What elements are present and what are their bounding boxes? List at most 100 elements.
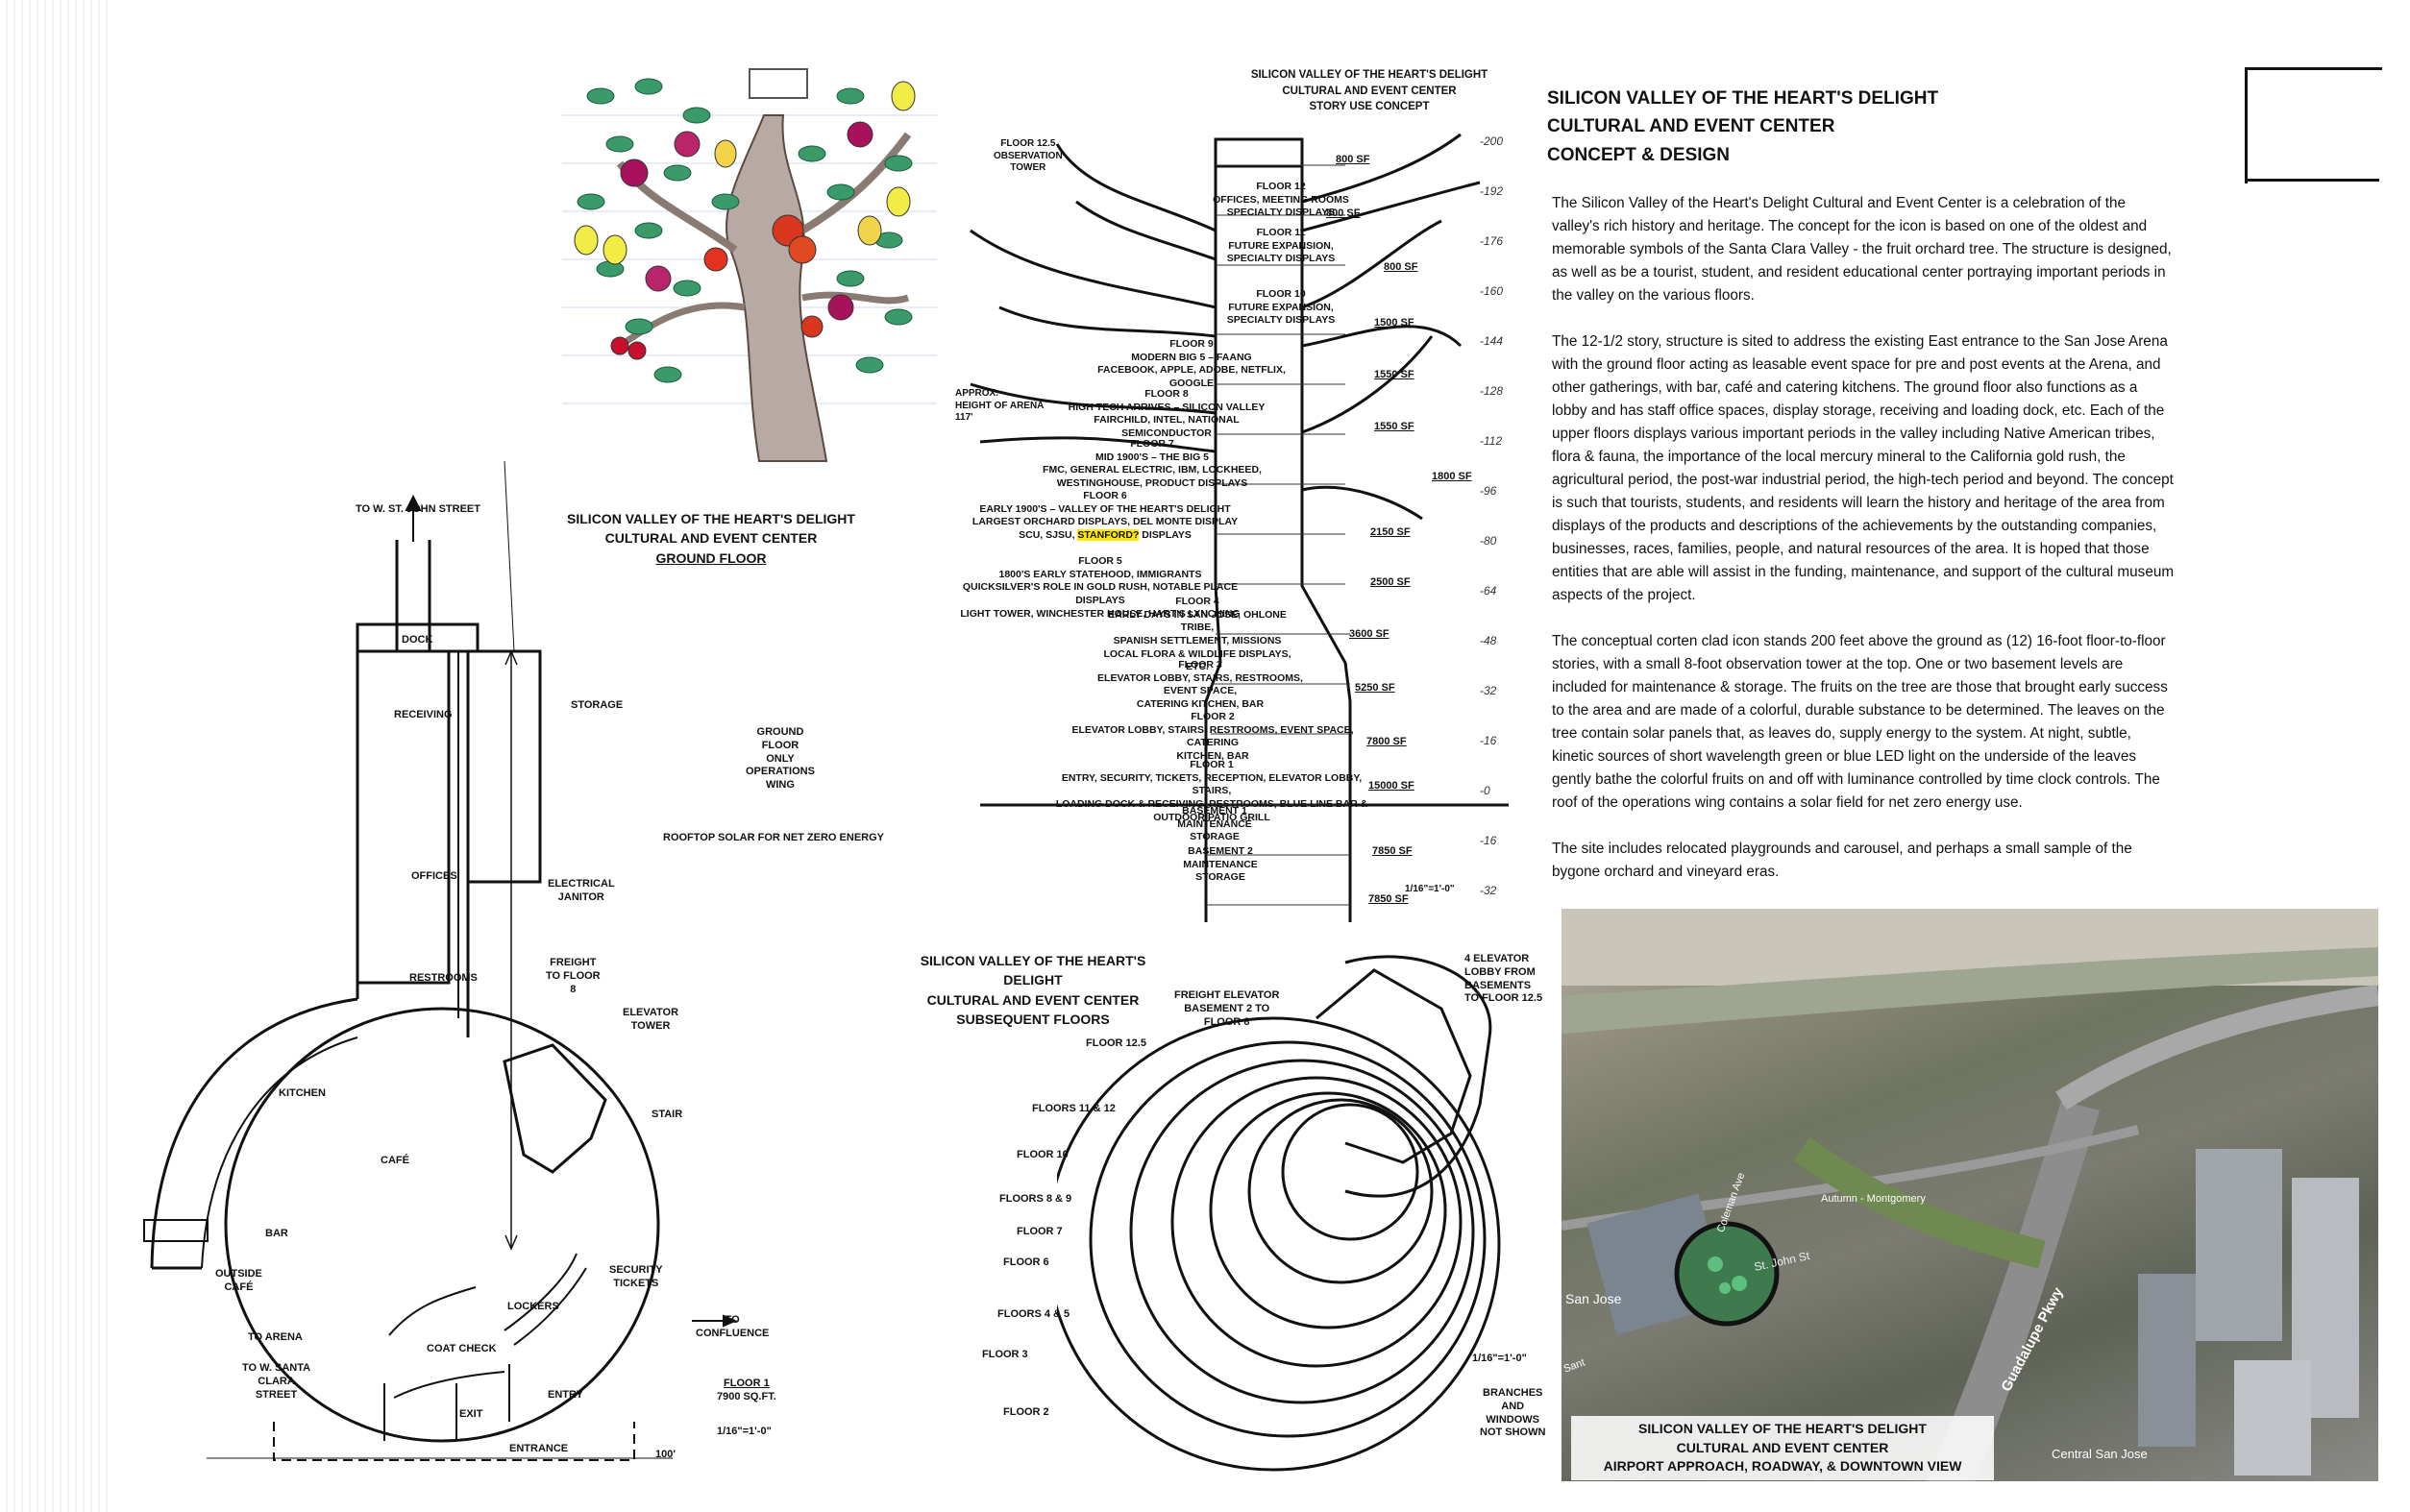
label-line: BASEMENTS <box>1464 979 1532 991</box>
floor-row-line: FAIRCHILD, INTEL, NATIONAL SEMICONDUCTOR <box>1094 414 1240 439</box>
room-freight: FREIGHT TO FLOOR 8 <box>546 957 601 996</box>
to-confluence-label: TO CONFLUENCE <box>696 1314 769 1341</box>
caption-line: SILICON VALLEY OF THE HEART'S DELIGHT <box>567 511 855 526</box>
aerial-view-photo: San Jose Autumn - Montgomery St. John St… <box>1562 909 2378 1481</box>
floor-row-line: STORAGE <box>1195 871 1245 884</box>
label-line: TOWER <box>630 1019 671 1032</box>
floor-row-line: MODERN BIG 5 – FAANG <box>1131 351 1252 363</box>
label-line: LOBBY FROM <box>1464 965 1536 978</box>
caption-line: GROUND FLOOR <box>655 549 767 566</box>
floor-row-line: BASEMENT 2 <box>1188 845 1253 857</box>
caption-line: CULTURAL AND EVENT CENTER <box>604 530 818 547</box>
to-santa-clara-label: TO W. SANTA CLARA STREET <box>242 1362 310 1402</box>
caption-line: STORY USE CONCEPT <box>1309 101 1430 113</box>
branches-note: BRANCHES AND WINDOWS NOT SHOWN <box>1480 1387 1545 1440</box>
floor-area-label: 800 SF <box>1326 207 1361 219</box>
elevation-mark: -192 <box>1480 184 1504 198</box>
floor-row-line: LOCAL FLORA & WILDLIFE DISPLAYS, ETC. <box>1103 647 1291 673</box>
label-line: TOWER <box>1010 162 1046 173</box>
floor-area-label: 7800 SF <box>1366 736 1407 747</box>
elevation-mark: -0 <box>1480 784 1490 797</box>
stanford-highlight: STANFORD? <box>1077 528 1140 541</box>
caption-line: CULTURAL AND EVENT CENTER <box>926 991 1140 1008</box>
floor-row-line: FLOOR 4 <box>1175 596 1219 607</box>
label-line: FREIGHT <box>550 957 597 968</box>
label-line: 4 ELEVATOR <box>1464 953 1530 964</box>
room-offices: OFFICES <box>411 870 457 882</box>
floor-row-line: FLOOR 9 <box>1169 338 1214 350</box>
concept-paragraph: The site includes relocated playgrounds … <box>1552 841 2132 880</box>
room-exit: EXIT <box>459 1408 483 1420</box>
to-north-label: TO W. ST. JOHN STREET <box>356 503 480 515</box>
floor-row-line: FLOOR 2 <box>1191 711 1235 722</box>
sub-scale-label: 1/16"=1'-0" <box>1472 1353 1527 1364</box>
floor-row-line: MAINTENANCE <box>1177 817 1252 830</box>
title-line: CONCEPT & DESIGN <box>1547 144 1731 165</box>
label-line: AND <box>1501 1400 1525 1412</box>
page-edge <box>0 0 113 1512</box>
label-line: APPROX. <box>955 388 999 399</box>
label-line: ELEVATOR <box>623 1007 679 1018</box>
elevation-mark: -200 <box>1480 134 1504 148</box>
room-bar: BAR <box>265 1228 288 1239</box>
map-label-autumn: Autumn - Montgomery <box>1821 1193 1926 1205</box>
observation-tower-label: FLOOR 12.5 OBSERVATION TOWER <box>994 138 1063 175</box>
label-line: STREET <box>255 1388 298 1401</box>
label-line: FLOOR 8 <box>1203 1015 1250 1028</box>
floor-row-line: KITCHEN, BAR <box>1176 749 1249 762</box>
story-scale-label: 1/16"=1'-0" <box>1405 884 1455 894</box>
floor-area-label: 3600 SF <box>1349 628 1389 640</box>
label-line: 8 <box>570 983 577 995</box>
floor-row-line: 1800'S EARLY STATEHOOD, IMMIGRANTS <box>998 568 1202 580</box>
sub-label-floors-8-9: FLOORS 8 & 9 <box>999 1193 1072 1205</box>
floor-area-label: 2150 SF <box>1370 526 1411 538</box>
label-line: TO W. SANTA <box>242 1362 311 1374</box>
sub-label-floor-6: FLOOR 6 <box>1003 1256 1049 1268</box>
elevation-mark: -16 <box>1480 734 1497 747</box>
label-line: FLOOR 12.5 <box>1000 138 1056 149</box>
elevation-mark: -64 <box>1480 584 1497 597</box>
label-line: CONFLUENCE <box>696 1327 770 1339</box>
floor-row-line: WESTINGHOUSE, PRODUCT DISPLAYS <box>1056 476 1248 489</box>
label-line: GROUND <box>756 726 804 738</box>
caption-line: CULTURAL AND EVENT CENTER <box>1676 1439 1889 1455</box>
ground-floor-drawing <box>143 461 738 1461</box>
floor-row-text: DISPLAYS <box>1139 528 1192 541</box>
corner-frame <box>2245 67 2382 183</box>
label-line: TO FLOOR <box>546 969 601 982</box>
ops-wing-label: GROUND FLOOR ONLY OPERATIONS WING <box>746 726 815 793</box>
room-security: SECURITY TICKETS <box>609 1264 663 1291</box>
floor-area-label: 800 SF <box>1336 154 1370 165</box>
entrance-label: ENTRANCE <box>509 1443 569 1454</box>
floor-row-line: SPECIALTY DISPLAYS <box>1226 314 1336 327</box>
floor-row-line: LARGEST ORCHARD DISPLAYS, DEL MONTE DISP… <box>971 516 1239 528</box>
elevation-mark: -16 <box>1480 834 1497 847</box>
label-line: OUTSIDE <box>215 1268 262 1280</box>
floor-row-line: MAINTENANCE <box>1183 858 1258 870</box>
sub-label-floor-7: FLOOR 7 <box>1017 1226 1063 1237</box>
floor-area-label: 2500 SF <box>1370 576 1411 588</box>
floor-row-text: SCU, SJSU, <box>1019 528 1078 541</box>
sub-label-floor-3: FLOOR 3 <box>982 1349 1028 1360</box>
label-line: ONLY <box>766 752 795 765</box>
sub-label-floor-10: FLOOR 10 <box>1017 1149 1069 1160</box>
label-line: ELECTRICAL <box>548 878 615 890</box>
concept-title: SILICON VALLEY OF THE HEART'S DELIGHT CU… <box>1547 85 2181 169</box>
story-concept-caption: SILICON VALLEY OF THE HEART'S DELIGHT CU… <box>1244 67 1494 115</box>
ground-floor-caption: SILICON VALLEY OF THE HEART'S DELIGHT CU… <box>557 509 865 568</box>
floor-row-line: FLOOR 7 <box>1130 438 1174 450</box>
elevation-mark: -160 <box>1480 284 1504 298</box>
floor-row-line: FLOOR 10 <box>1256 288 1306 300</box>
floor-row-line: QUICKSILVER'S ROLE IN GOLD RUSH, NOTABLE… <box>962 581 1239 606</box>
caption-line: AIRPORT APPROACH, ROADWAY, & DOWNTOWN VI… <box>1603 1458 1962 1475</box>
